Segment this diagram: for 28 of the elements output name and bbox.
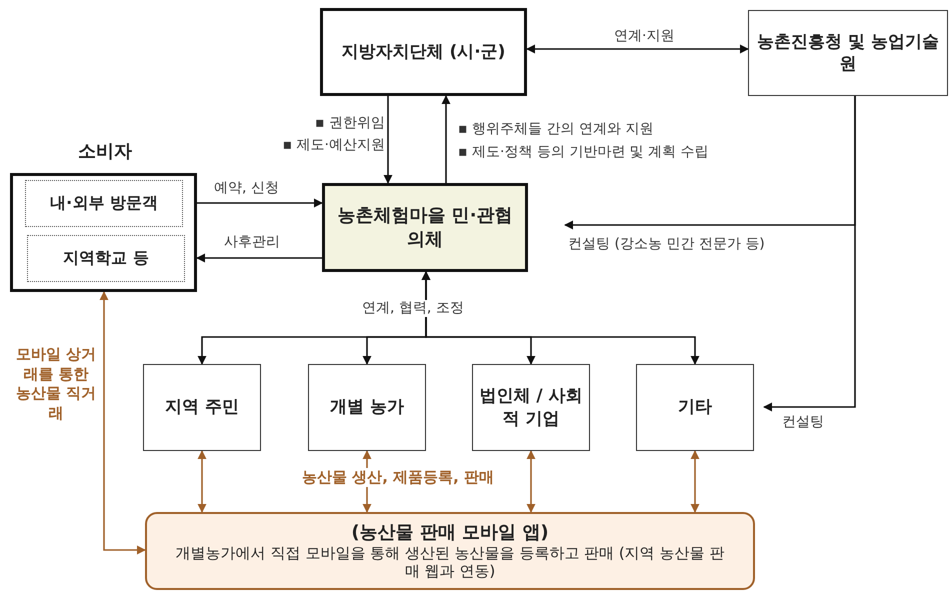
council-box: 농촌체험마을 민·관협의체 <box>322 183 528 272</box>
entity-box: 지역 주민 <box>143 364 261 451</box>
box-heading: (농산물 판매 모바일 앱) <box>351 522 549 544</box>
arrow <box>197 198 323 208</box>
entity-box: 개별 농가 <box>308 364 426 451</box>
note-text: ▪ 행위주체들 간의 연계와 지원 <box>458 120 654 138</box>
note-text: ▪ 제도·정책 등의 기반마련 및 계획 수립 <box>458 143 709 161</box>
note-text: ▪ 제도·예산지원 <box>282 136 385 154</box>
arrow <box>100 291 146 554</box>
arrow <box>422 271 700 365</box>
arrow <box>690 450 700 513</box>
entity-box: 내·외부 방문객 <box>25 180 183 227</box>
entity-box: 기타 <box>636 364 754 451</box>
arrow <box>526 44 749 54</box>
app-box <box>145 512 755 590</box>
arrow <box>526 450 536 513</box>
entity-box: 지역학교 등 <box>27 235 185 282</box>
arrow <box>763 96 856 412</box>
arrow <box>384 96 392 184</box>
arrow <box>442 95 450 183</box>
entity-box: 지방자치단체 (시·군) <box>320 8 527 96</box>
group-heading: 소비자 <box>77 140 133 163</box>
box-description: 개별농가에서 직접 모바일을 통해 생산된 농산물을 등록하고 판매 (지역 농산물 판매 웹과 연동) <box>174 544 726 580</box>
arrow <box>196 254 322 262</box>
arrow <box>198 450 206 513</box>
entity-box: 법인체 / 사회적 기업 <box>472 364 590 451</box>
entity-box: 농촌진흥청 및 농업기술원 <box>748 10 948 96</box>
note-text: ▪ 권한위임 <box>314 114 385 132</box>
